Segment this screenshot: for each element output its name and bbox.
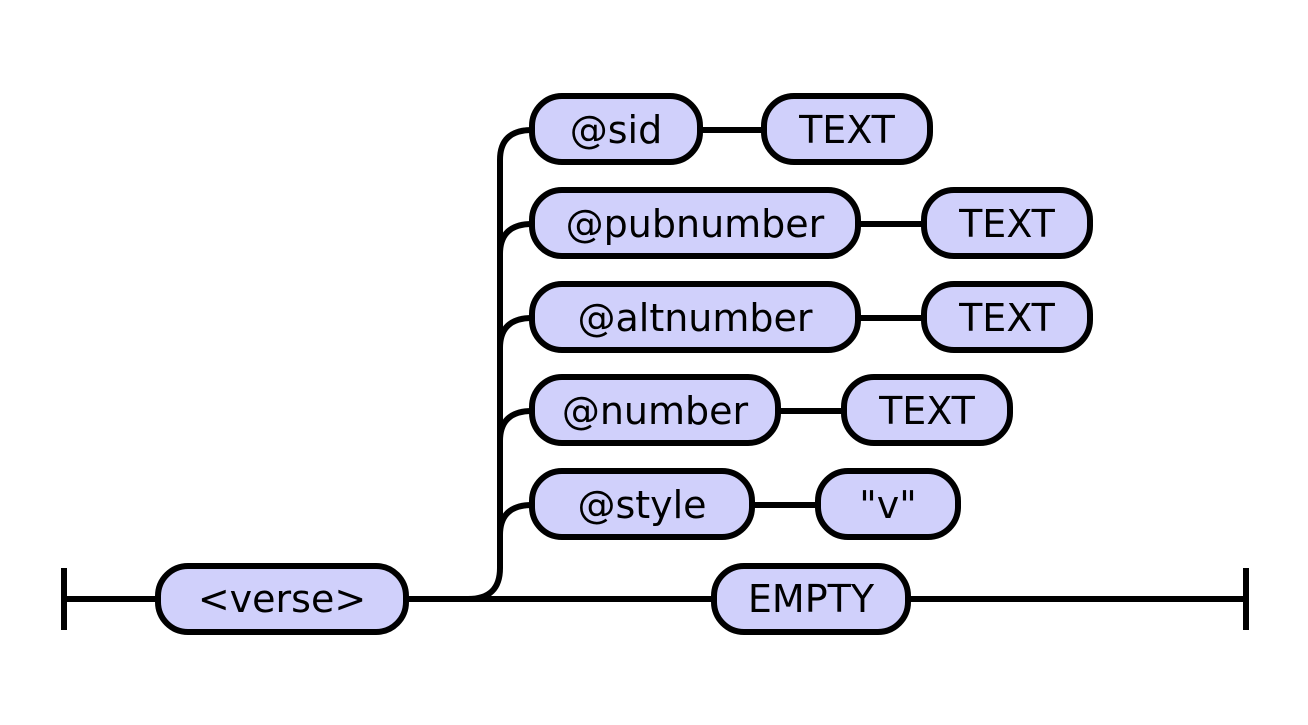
attribute-node-altnumber: @altnumber: [529, 281, 861, 353]
branch-spine: [467, 127, 533, 602]
value-node-number: TEXT: [841, 374, 1013, 446]
value-node-sid: TEXT: [761, 93, 933, 165]
element-label: <verse>: [198, 577, 366, 621]
branch-curve-number: [497, 408, 533, 442]
attribute-label: @number: [562, 389, 749, 433]
value-label: TEXT: [958, 296, 1056, 340]
element-node-verse: <verse>: [155, 563, 409, 635]
value-node-altnumber: TEXT: [921, 281, 1093, 353]
value-label: TEXT: [798, 108, 896, 152]
attribute-label: @style: [577, 483, 706, 527]
value-label: TEXT: [958, 202, 1056, 246]
attribute-label: @altnumber: [577, 296, 812, 340]
attribute-node-sid: @sid: [529, 93, 703, 165]
attribute-node-style: @style: [529, 468, 755, 540]
connector-lines: [61, 127, 1249, 630]
value-node-style: "v": [815, 468, 961, 540]
value-label: TEXT: [878, 389, 976, 433]
value-node-pubnumber: TEXT: [921, 187, 1093, 259]
attribute-label: @sid: [570, 108, 662, 152]
attribute-label: @pubnumber: [566, 202, 825, 246]
branch-curve-altnumber: [497, 315, 533, 349]
attribute-node-pubnumber: @pubnumber: [529, 187, 861, 259]
value-label: "v": [859, 483, 916, 527]
content-label: EMPTY: [748, 577, 875, 621]
branch-curve-pubnumber: [497, 221, 533, 255]
branch-curve-style: [497, 502, 533, 536]
content-node-empty: EMPTY: [711, 563, 911, 635]
attribute-node-number: @number: [529, 374, 781, 446]
